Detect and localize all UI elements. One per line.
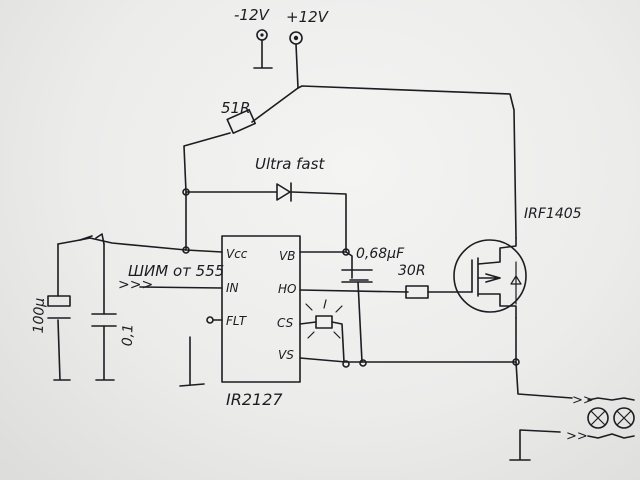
node-vs <box>342 360 350 368</box>
ic-body <box>221 235 301 383</box>
cap-ceramic-label: 0,1 <box>120 324 137 347</box>
supply-wire <box>79 237 187 251</box>
node-vb <box>342 248 350 256</box>
mosfet-body <box>453 239 527 313</box>
r30-resistor <box>405 285 429 299</box>
source-wire <box>515 317 573 399</box>
cap-boot-label: 0,68µF <box>356 246 405 262</box>
cap-ceramic-wire <box>95 243 115 381</box>
cap-bulk-plate <box>47 295 71 307</box>
node-source <box>512 358 520 366</box>
mosfet-gate <box>471 257 479 297</box>
cap-bulk-wire <box>53 243 71 381</box>
mosfet-body-diode <box>510 261 522 305</box>
r30-label: 30R <box>398 263 426 279</box>
pwm-label: ШИМ от 555 <box>128 262 224 280</box>
flt-pin <box>206 316 214 324</box>
vs-wire <box>299 357 517 363</box>
pin-flt: FLT <box>226 314 248 328</box>
plus12-label: +12V <box>286 8 330 26</box>
vcc-wire <box>185 191 223 253</box>
cs-wire <box>299 321 345 363</box>
pin-vb: VB <box>279 249 295 263</box>
pin-vs: VS <box>278 348 294 362</box>
ho-wire <box>299 289 473 293</box>
r51-wire <box>183 87 299 193</box>
ic-ground <box>179 336 205 387</box>
r51-resistor <box>226 108 257 134</box>
pin-ho: HO <box>278 282 296 296</box>
minus12-label: -12V <box>234 6 270 24</box>
node-vcc-top <box>182 188 190 196</box>
pwm-arrows: >>> <box>118 277 153 293</box>
cap-boot-plates <box>341 269 373 283</box>
cap-bulk-lead <box>57 239 81 245</box>
plus12-terminal <box>289 31 303 89</box>
cap-boot-lower <box>357 281 363 363</box>
lamp-wires <box>587 397 635 439</box>
lamp-right <box>613 407 635 429</box>
load-arrow-bottom: >> <box>566 429 588 444</box>
node-vs2 <box>359 359 367 367</box>
diode-wire <box>185 191 347 253</box>
mosfet-label: IRF1405 <box>524 206 582 222</box>
cs-sense-element <box>315 315 333 329</box>
diode-symbol <box>276 182 292 202</box>
ground-wire <box>509 429 561 461</box>
mosfet-channel <box>477 237 517 319</box>
minus12-terminal <box>253 29 273 69</box>
cap-bulk-label: 100µ <box>31 297 48 333</box>
r51-label: 51R <box>221 99 251 117</box>
cs-glow-rays <box>305 299 343 339</box>
diode-label: Ultra fast <box>255 155 325 173</box>
cap-ceramic-plates <box>91 313 117 327</box>
plus12-rail <box>297 85 517 239</box>
pin-in: IN <box>226 281 239 295</box>
load-arrow-top: >> <box>572 393 594 408</box>
pin-vcc: Vcc <box>226 247 248 261</box>
pin-cs: CS <box>277 316 294 330</box>
lamp-left <box>587 407 609 429</box>
ic-label: IR2127 <box>226 390 283 409</box>
switch-contact <box>79 233 105 245</box>
pwm-wire <box>139 286 223 289</box>
